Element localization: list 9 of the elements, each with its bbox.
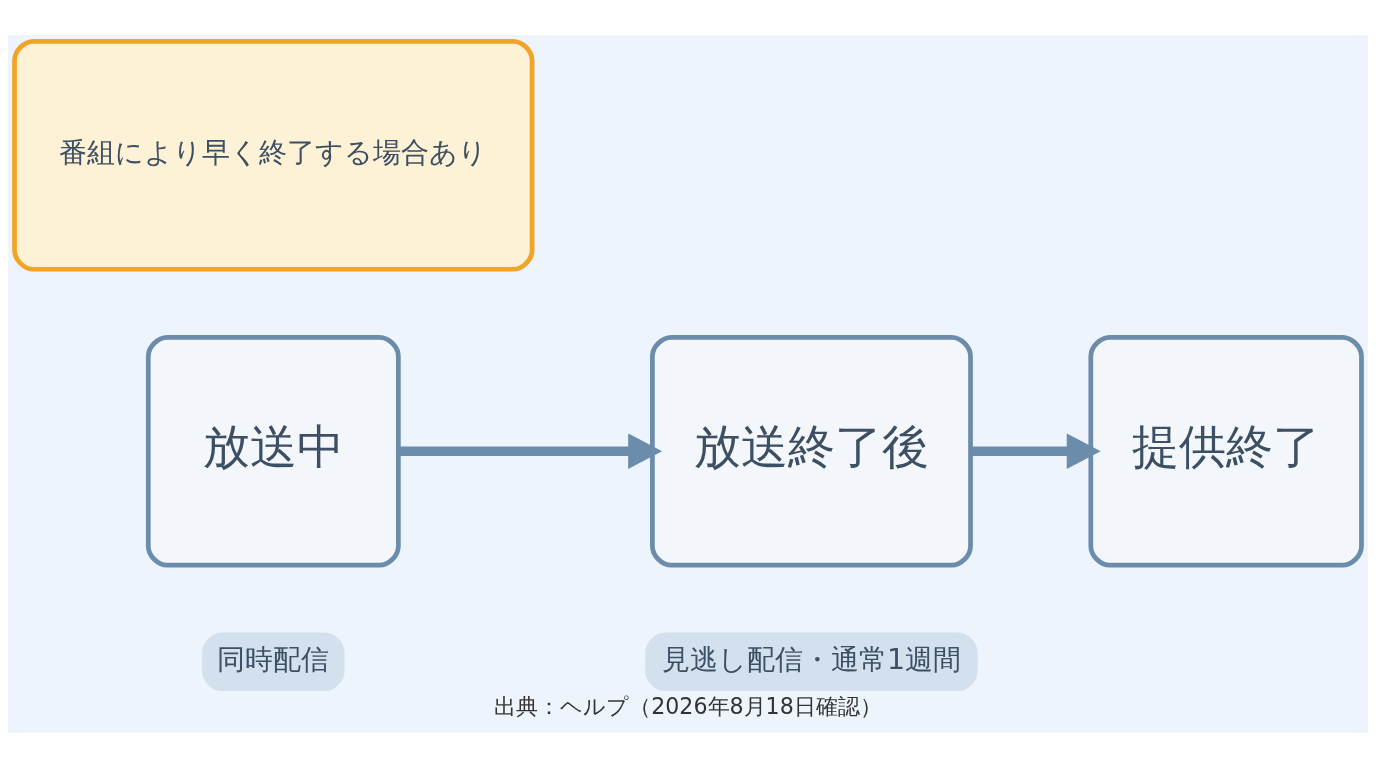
arrow — [970, 433, 1101, 470]
node-label: 同時配信 — [217, 642, 330, 676]
node-label: 見逃し配信・通常1週間 — [661, 642, 962, 676]
caption: 出典：ヘルプ（2026年8月18日確認） — [494, 693, 882, 720]
node-box: 放送終了後 — [650, 334, 973, 568]
arrow — [398, 433, 663, 470]
node-box: 放送中 — [145, 334, 401, 568]
node-box: 番組により早く終了する場合あり — [12, 38, 535, 272]
node-box: 提供終了 — [1088, 334, 1364, 568]
